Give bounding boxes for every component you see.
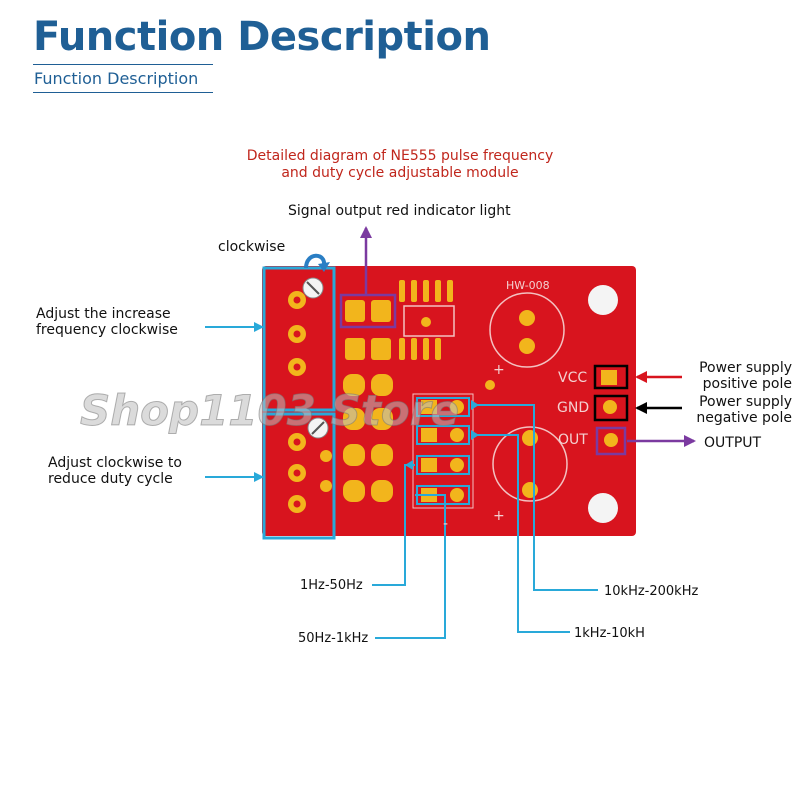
- led-highlight: [339, 293, 397, 329]
- clockwise-arrow-icon: [304, 253, 327, 269]
- subtitle-divider: [33, 92, 213, 93]
- via: [421, 317, 431, 327]
- gnd-pin: [603, 400, 617, 414]
- gnd-pin-box: [593, 394, 629, 422]
- capacitor-1: [489, 292, 565, 368]
- duty-adjust-line1: Adjust clockwise to: [48, 455, 182, 471]
- page-subtitle: Function Description: [34, 69, 199, 88]
- vcc-description: Power supply positive pole: [686, 360, 792, 392]
- vcc-pin-label: VCC: [558, 370, 588, 386]
- gnd-desc-line1: Power supply: [699, 394, 792, 410]
- capacitor-1-plus: +: [493, 362, 505, 378]
- vcc-desc-line2: positive pole: [702, 376, 792, 392]
- out-pin-box: [595, 426, 627, 456]
- diagram-heading: Detailed diagram of NE555 pulse frequenc…: [218, 148, 582, 182]
- out-pin-label: OUT: [558, 432, 588, 448]
- clockwise-label: clockwise: [218, 239, 286, 255]
- frequency-potentiometer: [262, 266, 336, 412]
- jumper-minus: -: [443, 516, 449, 532]
- duty-adjust-label: Adjust clockwise to reduce duty cycle: [48, 455, 182, 487]
- diagram-heading-line2: and duty cycle adjustable module: [281, 165, 519, 181]
- range-label-1khz-10khz: 1kHz-10kH: [574, 626, 645, 641]
- freq-adjust-label: Adjust the increase frequency clockwise: [36, 306, 178, 338]
- duty-adjust-line2: reduce duty cycle: [48, 471, 173, 487]
- range-label-1hz-50hz: 1Hz-50Hz: [300, 578, 363, 593]
- title-divider: [33, 64, 213, 65]
- capacitor-2-plus: +: [493, 508, 505, 524]
- vcc-desc-line1: Power supply: [699, 360, 792, 376]
- gnd-description: Power supply negative pole: [686, 394, 792, 426]
- resistor-pads: [343, 300, 393, 502]
- mounting-hole: [588, 285, 618, 315]
- smd-pads: [399, 280, 453, 360]
- pcb-board: [262, 266, 636, 536]
- duty-potentiometer: [262, 412, 336, 540]
- out-pin: [604, 433, 618, 447]
- ic-outline: [403, 305, 455, 337]
- range-label-10khz-200khz: 10kHz-200kHz: [604, 584, 699, 599]
- freq-adjust-line2: frequency clockwise: [36, 322, 178, 338]
- board-model-label: HW-008: [506, 279, 550, 292]
- signal-light-label: Signal output red indicator light: [288, 203, 511, 219]
- output-label: OUTPUT: [704, 435, 762, 451]
- via: [485, 380, 495, 390]
- vcc-pin-box: [593, 364, 629, 390]
- mounting-hole: [588, 493, 618, 523]
- freq-adjust-line1: Adjust the increase: [36, 306, 171, 322]
- range-label-50hz-1khz: 50Hz-1kHz: [298, 631, 369, 646]
- gnd-pin-label: GND: [557, 400, 590, 416]
- diagram-heading-line1: Detailed diagram of NE555 pulse frequenc…: [246, 148, 554, 164]
- page-title: Function Description: [33, 14, 491, 60]
- gnd-desc-line2: negative pole: [696, 410, 792, 426]
- vcc-pin: [601, 370, 617, 385]
